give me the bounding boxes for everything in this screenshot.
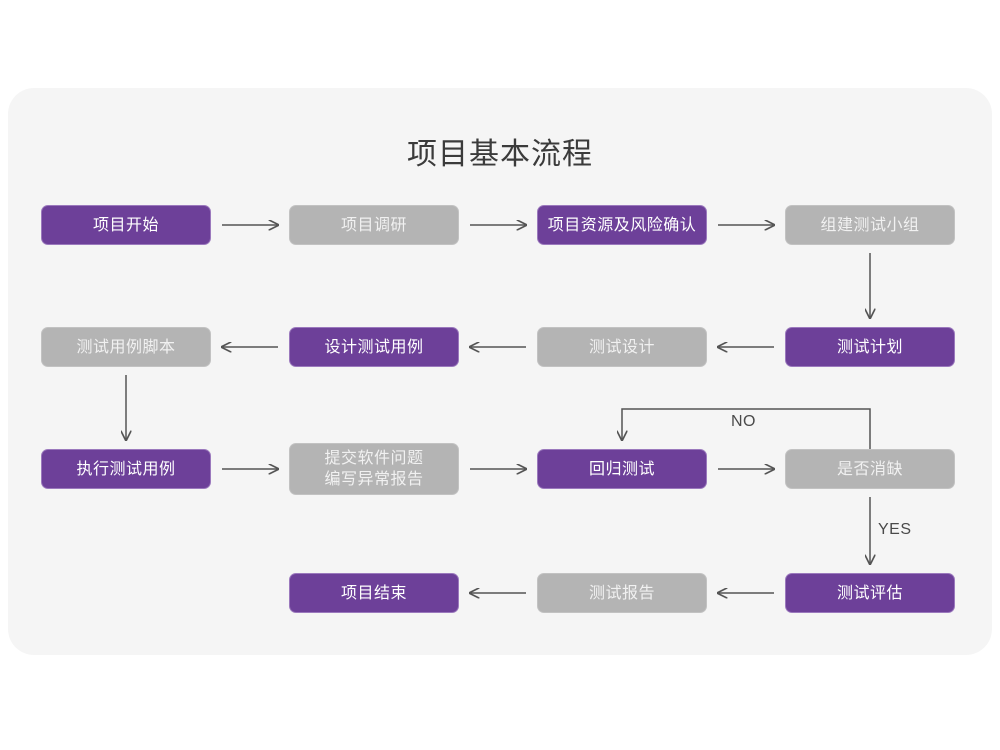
edge-label-yes: YES — [878, 521, 912, 538]
node-resource-risk[interactable]: 项目资源及风险确认 — [537, 205, 707, 245]
node-test-report[interactable]: 测试报告 — [537, 573, 707, 613]
edge-label-no: NO — [731, 413, 756, 430]
node-design-test-case[interactable]: 设计测试用例 — [289, 327, 459, 367]
node-regression-test[interactable]: 回归测试 — [537, 449, 707, 489]
node-project-start[interactable]: 项目开始 — [41, 205, 211, 245]
node-build-test-team[interactable]: 组建测试小组 — [785, 205, 955, 245]
node-test-evaluation[interactable]: 测试评估 — [785, 573, 955, 613]
node-project-research[interactable]: 项目调研 — [289, 205, 459, 245]
node-submit-bug-report[interactable]: 提交软件问题 编写异常报告 — [289, 443, 459, 495]
page-title: 项目基本流程 — [407, 138, 593, 171]
node-execute-test-case[interactable]: 执行测试用例 — [41, 449, 211, 489]
node-project-end[interactable]: 项目结束 — [289, 573, 459, 613]
node-defect-resolved[interactable]: 是否消缺 — [785, 449, 955, 489]
node-test-plan[interactable]: 测试计划 — [785, 327, 955, 367]
node-test-design[interactable]: 测试设计 — [537, 327, 707, 367]
flowchart-card — [8, 88, 992, 655]
node-test-case-script[interactable]: 测试用例脚本 — [41, 327, 211, 367]
